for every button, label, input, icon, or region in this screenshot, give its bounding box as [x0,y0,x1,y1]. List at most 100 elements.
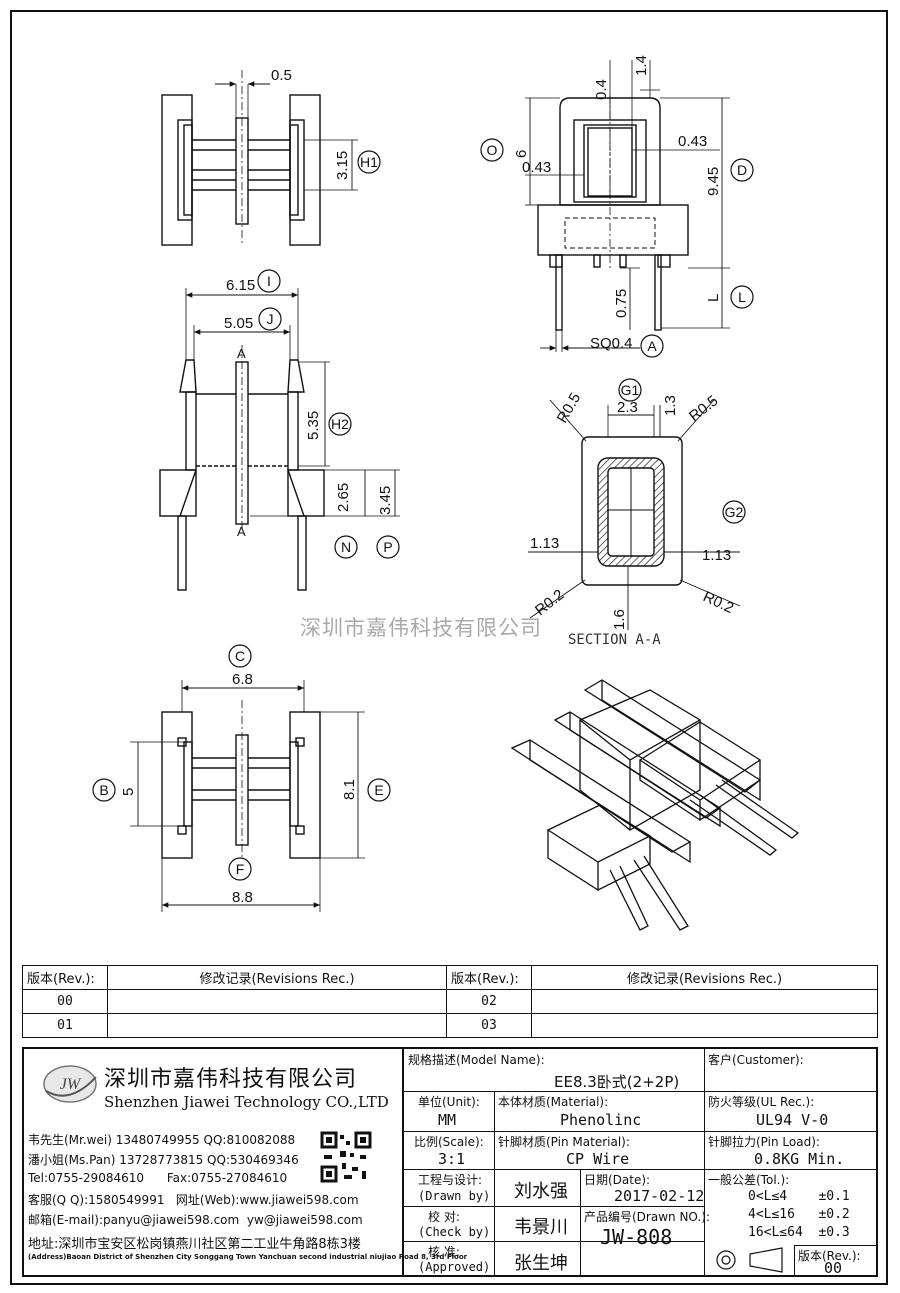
section-view [528,399,741,630]
dim-d-value: 9.45 [705,167,722,196]
model-label: 规格描述(Model Name): [408,1053,545,1067]
watermark: 深圳市嘉伟科技有限公司 [300,616,542,640]
address-cn: 地址:深圳市宝安区松岗镇燕川社区第二工业牛角路8栋3楼 [28,1237,361,1252]
rev-header-right: 版本(Rev.): [446,965,532,990]
rev-header-left: 版本(Rev.): [22,965,108,990]
callout-h2: H2 [328,412,352,436]
date-label: 日期(Date): [584,1173,651,1187]
pin-material-label: 针脚材质(Pin Material): [498,1135,630,1149]
isometric-view [510,679,800,931]
svg-text:G1: G1 [621,382,640,398]
material-value: Phenolinc [560,1111,642,1129]
callout-e: E [367,778,391,802]
dim-l-label: L [705,294,722,302]
dim-h1-value: 3.15 [334,151,351,180]
drawn-label: 工程与设计: [418,1173,483,1187]
rev-cell: 02 [446,989,532,1014]
drawing-number-label: 产品编号(Drawn NO.): [584,1210,710,1224]
svg-text:F: F [236,861,245,877]
rev-value: 00 [824,1259,843,1277]
dim-j-value: 5.05 [224,315,253,332]
svg-text:P: P [383,539,392,555]
tolerance-row: 0<L≤4 ±0.1 [748,1189,850,1204]
rev-cell: 00 [22,989,108,1014]
unit-value: MM [438,1111,457,1129]
dim-h2-value: 5.35 [305,411,322,440]
callout-b: B [92,778,116,802]
callout-i: I [257,269,281,293]
tolerance-label: 一般公差(Tol.): [708,1173,790,1187]
revision-header-row: 版本(Rev.): 修改记录(Revisions Rec.) 版本(Rev.):… [22,965,878,990]
callout-j: J [258,307,282,331]
svg-text:L: L [738,289,746,305]
approved-label-en: (Approved) [418,1260,491,1274]
callout-d: D [730,158,754,182]
dim-f-value: 8.8 [232,889,253,906]
contact-line-3: Tel:0755-29084610 Fax:0755-27084610 [28,1171,288,1185]
rec-header-right: 修改记录(Revisions Rec.) [531,965,878,990]
svg-text:JW: JW [60,1076,82,1093]
check-label: 校 对: [428,1210,460,1224]
pin-material-value: CP Wire [566,1150,630,1168]
drawing-number-value: JW-808 [600,1225,673,1249]
check-value: 韦景川 [514,1217,568,1238]
callout-o: O [480,138,504,162]
dim-i-value: 6.15 [226,277,255,294]
material-label: 本体材质(Material): [498,1095,609,1109]
company-panel: JW 深圳市嘉伟科技有限公司 Shenzhen Jiawei Technolog… [24,1049,467,1275]
dim-043-right: 0.43 [678,133,707,150]
scale-label: 比例(Scale): [414,1135,484,1149]
svg-text:E: E [374,782,383,798]
date-value: 2017-02-12 [614,1187,705,1205]
dim-n-value: 2.65 [335,483,352,512]
svg-text:O: O [487,142,498,158]
rev-label: 版本(Rev.): [798,1249,861,1263]
rec-header-left: 修改记录(Revisions Rec.) [107,965,447,990]
dim-g1-top: 1.3 [662,395,679,416]
qr-code-icon [320,1131,372,1183]
callouts: H1 I J H2 N P C B E F O D L A G1 G2 [92,138,754,881]
dim-r02-right: R0.2 [700,588,736,617]
callout-a: A [640,334,664,358]
drawing-sheet [10,10,888,1285]
section-mark-top: A [237,346,246,361]
company-logo: JW [43,1065,97,1103]
revision-row: 00 02 [22,989,878,1014]
svg-text:H1: H1 [360,154,378,170]
contact-line-2: 潘小姐(Ms.Pan) 13728773815 QQ:530469346 [28,1153,299,1167]
approved-label: 核 准: [428,1245,460,1259]
title-grid: 规格描述(Model Name): EE8.3卧式(2+2P) 客户(Custo… [404,1049,878,1277]
callout-c: C [228,644,252,668]
approved-value: 张生坤 [514,1253,568,1274]
model-value: EE8.3卧式(2+2P) [554,1073,680,1091]
dim-top-gap: 0.5 [271,67,292,84]
title-block: JW 深圳市嘉伟科技有限公司 Shenzhen Jiawei Technolog… [22,1047,878,1277]
svg-text:J: J [267,311,274,327]
rev-cell: 03 [446,1013,532,1038]
side-view [159,288,400,591]
ul-value: UL94 V-0 [756,1111,829,1129]
callout-h1: H1 [357,150,381,174]
dim-043-left: 0.43 [522,159,551,176]
dim-r05-right: R0.5 [686,392,721,425]
svg-text:C: C [235,648,245,664]
contact-line-4: 客服(Q Q):1580549991 网址(Web):www.jiawei598… [28,1193,359,1207]
address-en: (Address)Baoan District of Shenzhen City… [28,1253,468,1261]
dim-c-value: 6.8 [232,671,253,688]
check-label-en: (Check by) [418,1225,491,1239]
company-name-en: Shenzhen Jiawei Technology CO.,LTD [104,1093,389,1111]
front-view [525,60,730,352]
dim-right-a: 0.4 [593,79,610,100]
dim-wall-left: 1.13 [530,535,559,552]
dim-p-value: 3.45 [377,486,394,515]
svg-text:H2: H2 [331,416,349,432]
callout-g1: G1 [618,378,642,402]
dim-sq: SQ0.4 [590,335,633,352]
callout-p: P [376,535,400,559]
dim-wall-right: 1.13 [702,547,731,564]
drawn-label-en: (Drawn by) [418,1189,491,1203]
projection-symbol-icon [716,1247,783,1273]
callout-f: F [228,857,252,881]
contact-line-1: 韦先生(Mr.wei) 13480749955 QQ:810082088 [28,1133,296,1147]
section-label: SECTION A-A [568,632,661,648]
